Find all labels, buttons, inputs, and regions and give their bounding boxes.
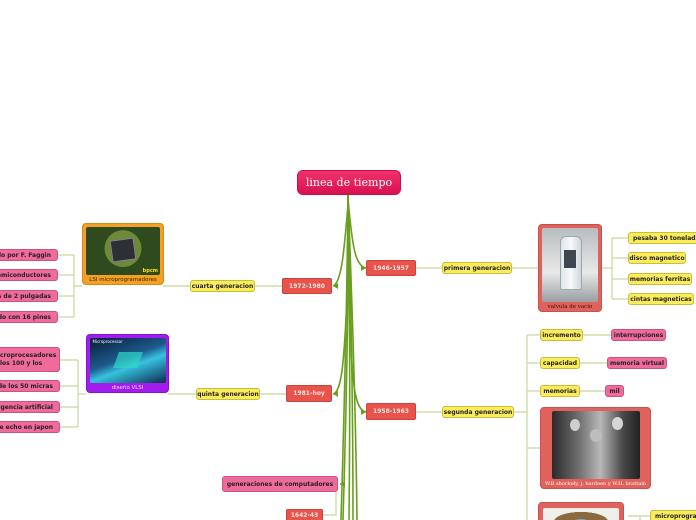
era-node-1946-1957[interactable]: 1946-1957 — [366, 260, 416, 276]
leaf-memorias-ferritas[interactable]: memorias ferritas — [628, 273, 692, 285]
generation-node-quinta[interactable]: quinta generacion — [196, 388, 260, 400]
inventors-photo — [551, 411, 640, 479]
image-caption: W.B shockely, j. bardeen y W.H. brattain — [544, 481, 647, 487]
image-card-lsi[interactable]: bpcm LSI microprogramadores — [82, 223, 164, 285]
leaf-semiconductores[interactable]: semiconductores — [0, 269, 58, 281]
leaf-interrupciones[interactable]: interrupciones — [611, 329, 666, 341]
vlsi-image: Microprocessor — [89, 338, 166, 383]
image-caption: valvula de vacio — [547, 304, 593, 310]
era-node-1642-43[interactable]: 1642-43 — [286, 509, 323, 520]
leaf-mil[interactable]: mil — [605, 385, 624, 397]
root-node[interactable]: linea de tiempo — [297, 170, 401, 195]
person-2 — [589, 429, 602, 442]
leaf-30-toneladas[interactable]: pesaba 30 toneladas — [628, 232, 696, 244]
vlsi-chip — [112, 352, 143, 368]
generation-node-cuarta[interactable]: cuarta generacion — [190, 280, 255, 292]
leaf-inteligencia-artificial[interactable]: ligencia artificial — [0, 401, 60, 413]
image-card-vlsi[interactable]: Microprocessor diseño VLSI — [86, 334, 169, 393]
leaf-microprocesadores[interactable]: croprocesadores los 100 y los — [0, 347, 60, 372]
leaf-memorias[interactable]: memorias — [540, 385, 580, 397]
leaf-memoria-virtual[interactable]: memoria virtual — [607, 357, 667, 369]
era-node-1958-1963[interactable]: 1958-1963 — [366, 403, 416, 420]
leaf-disco-magnetico[interactable]: disco magnetico — [628, 252, 686, 264]
leaf-faggin[interactable]: ido por F. Faggin — [0, 249, 58, 261]
chip-die — [109, 237, 137, 263]
circuit-image — [543, 508, 619, 520]
image-caption: diseño VLSI — [111, 385, 144, 391]
leaf-japon[interactable]: fue echo en japon — [0, 421, 60, 433]
leaf-incremento[interactable]: incremento — [540, 329, 583, 341]
leaf-capacidad[interactable]: capacidad — [540, 357, 580, 369]
chip-badge: bpcm — [142, 268, 158, 274]
image-card-inventors[interactable]: W.B shockely, j. bardeen y W.H. brattain — [540, 407, 651, 489]
image-card-valvula[interactable]: valvula de vacio — [538, 224, 602, 312]
era-node-1972-1980[interactable]: 1972-1980 — [282, 278, 332, 294]
generation-node-segunda[interactable]: segunda generacion — [442, 406, 514, 418]
image-card-tercera[interactable] — [538, 502, 624, 520]
tube-core — [564, 250, 576, 268]
person-3 — [611, 417, 623, 430]
era-node-1981-hoy[interactable]: 1981-hoy — [286, 385, 332, 402]
leaf-50-micras[interactable]: ade los 50 micras — [0, 380, 60, 392]
chip-image: bpcm — [86, 227, 160, 275]
leaf-16-pines[interactable]: ado con 16 pines — [0, 311, 58, 323]
leaf-microprogramacion[interactable]: microprogran — [650, 510, 696, 520]
leaf-2-pulgadas[interactable]: s de 2 pulgadas — [0, 290, 58, 302]
vlsi-header: Microprocessor — [92, 339, 123, 344]
generation-node-primera[interactable]: primera generacion — [442, 262, 512, 274]
image-caption: LSI microprogramadores — [89, 277, 157, 283]
person-1 — [569, 419, 580, 431]
vacuum-tube-image — [542, 228, 598, 302]
leaf-cintas-magneticas[interactable]: cintas magneticas — [628, 293, 694, 305]
node-generaciones-de-computadores[interactable]: generaciones de computadores — [222, 476, 338, 492]
